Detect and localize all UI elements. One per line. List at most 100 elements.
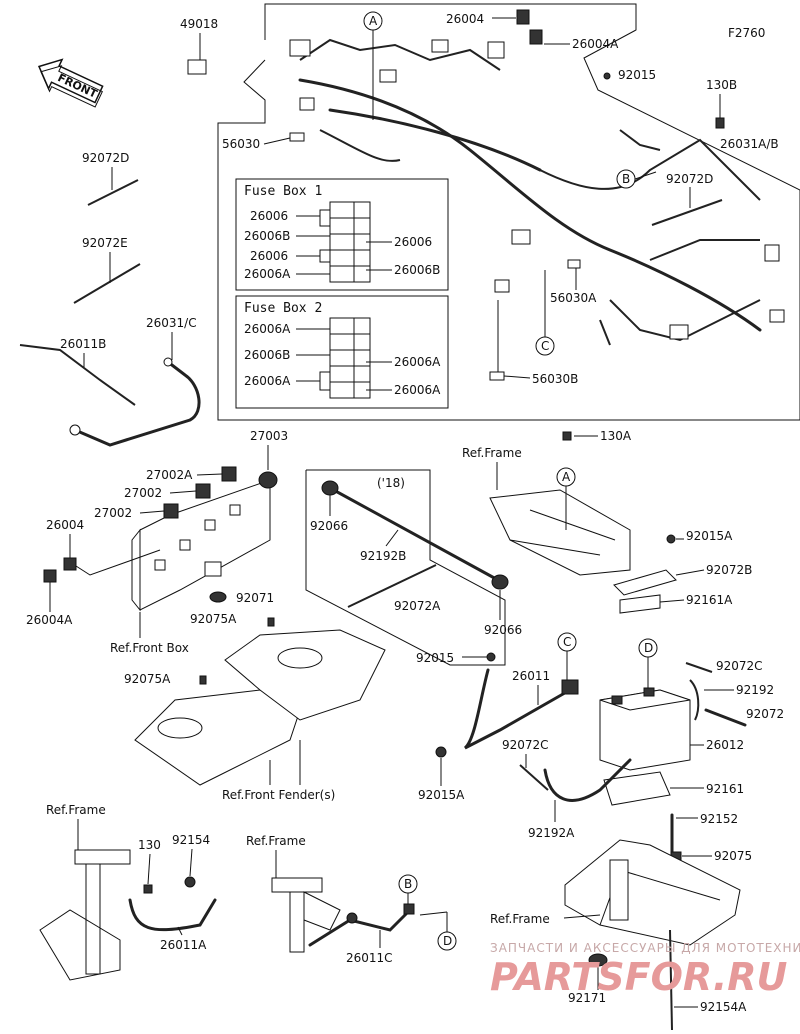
callout-a: A [556,467,576,530]
frame-section-middle [271,877,341,953]
battery-26012 [599,687,691,771]
screw-92075a [267,617,275,627]
fuse-label: 26006B [394,263,440,277]
conduit-92192b [328,486,500,582]
fuse-label: 26006A [394,355,441,369]
part-label: 92015A [418,788,465,802]
ref-label: Ref.Frame [246,834,306,848]
part-label: 26011C [346,951,393,965]
tie-92072d [651,199,723,226]
cable-26011c [308,908,412,947]
part-label: 92075A [124,672,171,686]
screw-92075a [199,675,207,685]
part-label: 92072C [716,659,763,673]
part-label: 92015 [416,651,454,665]
harness-connector [669,324,689,340]
part-label: 92072 [746,707,784,721]
part-label: 26011B [60,337,106,351]
fuse-label: 26006A [394,383,441,397]
svg-text:D: D [644,641,653,655]
fuse-label: 26006 [394,235,432,249]
part-label: 26004 [46,518,84,532]
harness-connector [289,39,311,57]
relay-26004a [529,29,543,45]
strap-92154a [669,929,673,1031]
fuse-label: 26006A [244,267,291,281]
part-label: 92015 [618,68,656,82]
svg-text:D: D [443,934,452,948]
fuse-label: 26006 [250,249,288,263]
part-label: 27002 [94,506,132,520]
part-label: 92161 [706,782,744,796]
part-label: 92161A [686,593,733,607]
part-label: 26031A/B [720,137,779,151]
harness-26031c [73,360,201,447]
harness-connector [487,41,505,59]
part-label: 92072C [502,738,549,752]
part-label: 26011A [160,938,207,952]
main-harness-outline [217,3,800,421]
callout-c: C [535,270,555,356]
part-label: 26004A [572,37,619,51]
bolt-130 [143,884,153,894]
grommet-92071 [209,591,227,603]
callout-a: A [363,11,383,120]
nut-92015 [486,652,496,662]
fuse-label: 26006A [244,322,291,336]
part-label: 92072A [394,599,441,613]
callout-b: B [616,169,657,189]
part-label: 130 [138,838,161,852]
part-label: 92072D [666,172,713,186]
part-label: 92072E [82,236,128,250]
part-label: 26004 [446,12,484,26]
relay-26004 [516,9,530,25]
relay-26004a [43,569,57,583]
ref-label: Ref.Frame [46,803,106,817]
connector-49018 [187,59,207,75]
part-label: 92075A [190,612,237,626]
fuse-27002 [163,503,179,519]
figure-code: F2760 [728,26,765,40]
part-label: Ref.Front Fender(s) [222,788,335,802]
clamp-56030a [567,259,581,269]
part-label: 56030A [550,291,597,305]
watermark-text: ЗАПЧАСТИ И АКСЕССУАРЫ ДЛЯ МОТОТЕХНИКИ [490,941,800,955]
part-label: 92015A [686,529,733,543]
fuse-label: 26006A [244,374,291,388]
part-label: 49018 [180,17,218,31]
part-label: 26012 [706,738,744,752]
svg-text:C: C [541,339,549,353]
fuse-box-1-title: Fuse Box 1 [244,184,322,199]
part-label: 92066 [484,623,522,637]
part-label: 92072D [82,151,129,165]
tie-92072c [685,662,713,673]
svg-text:B: B [622,172,630,186]
watermark-logo: PARTSFOR.RU [490,955,788,999]
model-year-label: ('18) [377,476,405,490]
harness-connector [299,97,315,111]
pad-92161a [619,594,661,614]
part-label: 27003 [250,429,288,443]
part-label: 92075 [714,849,752,863]
model-year-18-box: ('18) 92066 92192B 92072A 92066 [305,469,522,666]
ref-label: Ref.Frame [462,446,522,460]
tie-92072a [347,564,437,608]
tie-92072c [519,764,549,791]
callout-c: C [557,632,577,680]
pad-92161 [603,771,671,806]
cap-92066 [321,480,339,496]
part-label: 92154A [700,1000,747,1014]
fuse-label: 26006 [250,209,288,223]
clamp-56030 [289,132,305,142]
part-label: 92192A [528,826,575,840]
frame-section-battery [564,839,741,946]
harness-connector [764,244,780,262]
svg-text:B: B [404,877,412,891]
part-label: 92154 [172,833,210,847]
cable-26011a [128,898,217,932]
fuse-box-1: Fuse Box 1 26006 26006B 26006 26006A 260… [235,178,449,291]
svg-text:A: A [562,470,571,484]
part-label: 92071 [236,591,274,605]
part-label: 26004A [26,613,73,627]
